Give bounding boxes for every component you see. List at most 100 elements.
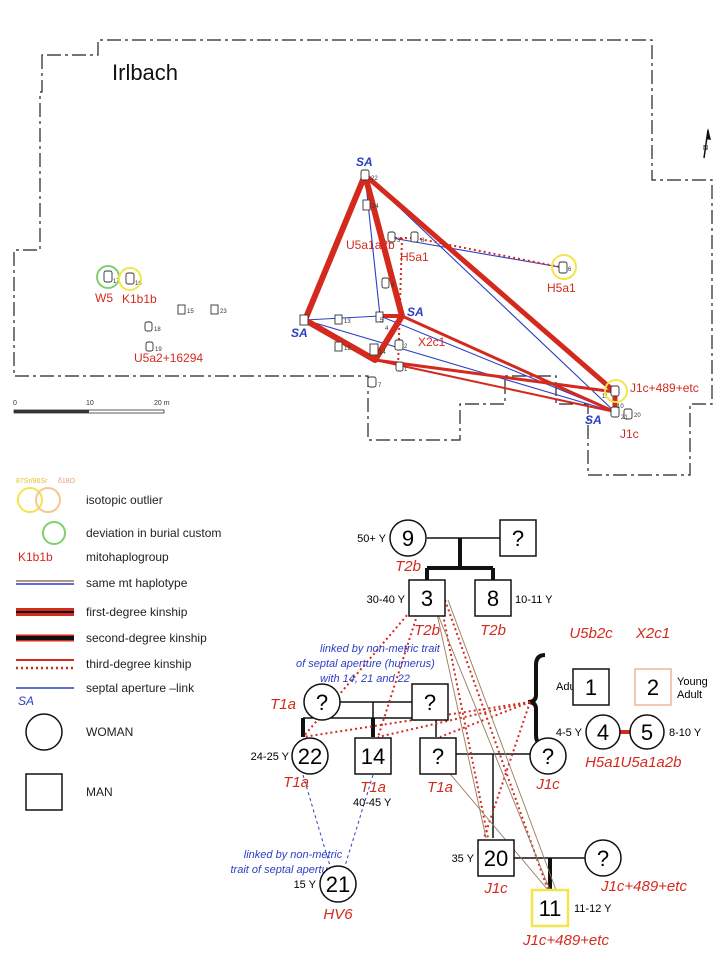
site-title: Irlbach bbox=[112, 60, 178, 85]
unknown-man-hap: T1a bbox=[427, 779, 453, 796]
person-5-age: 8-10 Y bbox=[669, 727, 702, 739]
grave-13 bbox=[334, 314, 343, 325]
hap-label-u5a2: U5a2+16294 bbox=[134, 351, 203, 365]
grave-14 bbox=[369, 343, 379, 356]
person-20-man bbox=[477, 839, 515, 877]
grave-8 bbox=[410, 231, 419, 243]
hap-label-j1c: J1c bbox=[620, 427, 639, 441]
person-22-hap: T1a bbox=[283, 774, 309, 791]
unknown-woman-j1c489-hap: J1c+489+etc bbox=[600, 878, 687, 895]
scale-label-0: 0 bbox=[13, 400, 17, 407]
person-3-man bbox=[408, 579, 446, 617]
legend-o-header: δ18O bbox=[58, 478, 76, 485]
person-20-hap: J1c bbox=[483, 880, 508, 897]
legend-label-septal: septal aperture –link bbox=[86, 681, 195, 695]
north-arrow-icon: N bbox=[703, 128, 711, 159]
legend-man-square-icon bbox=[25, 773, 63, 811]
septal-note-line-2: of septal aperture (humerus) bbox=[296, 658, 435, 670]
hap-label-h5a1-center: H5a1 bbox=[400, 250, 429, 264]
unknown-woman-j1c-id: ? bbox=[542, 744, 554, 769]
legend-label-burial: deviation in burial custom bbox=[86, 526, 221, 540]
grave-18 bbox=[144, 321, 153, 332]
pedigree: 9 50+ Y T2b ? 3 30-40 Y T2b 8 10-11 Y T2… bbox=[230, 519, 708, 949]
person-11-id: 11 bbox=[539, 896, 562, 921]
unknown-woman-j1c489 bbox=[584, 839, 622, 877]
third-degree-link bbox=[377, 599, 423, 738]
person-11-age: 11-12 Y bbox=[574, 903, 612, 915]
person-14-man bbox=[354, 737, 392, 775]
north-label: N bbox=[703, 145, 708, 152]
person-2-man bbox=[634, 668, 672, 706]
third-degree-link bbox=[444, 599, 549, 891]
legend-label-isotopic: isotopic outlier bbox=[86, 493, 163, 507]
hap-label-j1c-plus: J1c+489+etc bbox=[630, 381, 699, 395]
grave-19 bbox=[145, 341, 154, 352]
person-14-hap: T1a bbox=[360, 779, 386, 796]
t1a-woman-hap: T1a bbox=[270, 696, 296, 713]
sa-label-right: SA bbox=[585, 413, 602, 427]
grave-11 bbox=[610, 385, 620, 397]
grave-3 bbox=[387, 231, 396, 243]
sa-link bbox=[379, 315, 616, 413]
grave-4 bbox=[375, 311, 384, 323]
legend-same-mt-icon bbox=[16, 580, 74, 585]
grave-number: 21 bbox=[621, 415, 628, 421]
grave-number: 12 bbox=[344, 346, 351, 352]
grave-number: 24 bbox=[372, 204, 379, 210]
grave-number: 17 bbox=[113, 279, 120, 285]
person-3-hap: T2b bbox=[414, 622, 440, 639]
person-4-woman bbox=[585, 714, 621, 750]
person-8-id: 8 bbox=[487, 586, 499, 611]
legend-isotope-circle-icon bbox=[17, 487, 43, 513]
grave-number: 11 bbox=[602, 394, 609, 400]
first-degree-link bbox=[374, 359, 616, 413]
third-degree-link bbox=[414, 237, 566, 269]
grave-left-sa bbox=[299, 314, 309, 326]
scale-label-10: 10 bbox=[86, 400, 94, 407]
legend-sr-header: 87Sr/86Sr bbox=[16, 478, 48, 485]
grave-number: 5 bbox=[380, 318, 384, 324]
hap-label-u5a1a2b: U5a1a2b bbox=[346, 238, 395, 252]
legend-sample-sa: SA bbox=[18, 694, 34, 708]
unknown-woman-j1c489-id: ? bbox=[597, 846, 609, 871]
third-degree-link bbox=[302, 701, 531, 738]
scale-bar: 0 10 20 m bbox=[13, 400, 170, 414]
person-4-id: 4 bbox=[597, 720, 609, 745]
legend-woman-circle-icon bbox=[25, 713, 63, 751]
grave-number: 16 bbox=[135, 281, 142, 287]
sa-link bbox=[364, 174, 381, 317]
site-map: Irlbach N 0 10 20 m bbox=[13, 39, 713, 476]
same-mt-link bbox=[447, 599, 557, 891]
grave-number: 9 bbox=[391, 283, 395, 289]
same-mt-link bbox=[431, 599, 551, 891]
person-5-hap: U5a1a2b bbox=[621, 754, 682, 771]
grave-23 bbox=[210, 304, 219, 315]
unknown-man bbox=[419, 737, 457, 775]
grave-22 bbox=[360, 169, 370, 181]
grave-16 bbox=[125, 272, 135, 285]
isotopic-outlier-circle bbox=[604, 379, 628, 403]
t1a-woman bbox=[303, 683, 341, 721]
grave-number: 13 bbox=[344, 319, 351, 325]
person-11-man bbox=[530, 888, 570, 928]
grave-12 bbox=[334, 341, 343, 352]
grave-17 bbox=[103, 270, 113, 283]
sa-label-center: SA bbox=[407, 305, 424, 319]
sa-label-top: SA bbox=[356, 155, 373, 169]
person-9-partner-id: ? bbox=[512, 526, 524, 551]
grave-number: 23 bbox=[220, 309, 227, 315]
sa-link bbox=[304, 319, 616, 413]
hap-label-k1b1b: K1b1b bbox=[122, 292, 157, 306]
sa-link bbox=[364, 174, 616, 413]
person-4-hap: H5a1 bbox=[585, 754, 621, 771]
grave-number: 1 bbox=[404, 367, 408, 373]
person-9-age: 50+ Y bbox=[357, 533, 387, 545]
group-bracket bbox=[527, 653, 546, 747]
grave-10 bbox=[623, 408, 633, 420]
sa-link bbox=[304, 315, 381, 321]
person-1-man bbox=[572, 668, 610, 706]
grave-number: 10 bbox=[617, 404, 624, 410]
person-21-hap: HV6 bbox=[323, 906, 353, 923]
person-20-age: 35 Y bbox=[452, 853, 475, 865]
